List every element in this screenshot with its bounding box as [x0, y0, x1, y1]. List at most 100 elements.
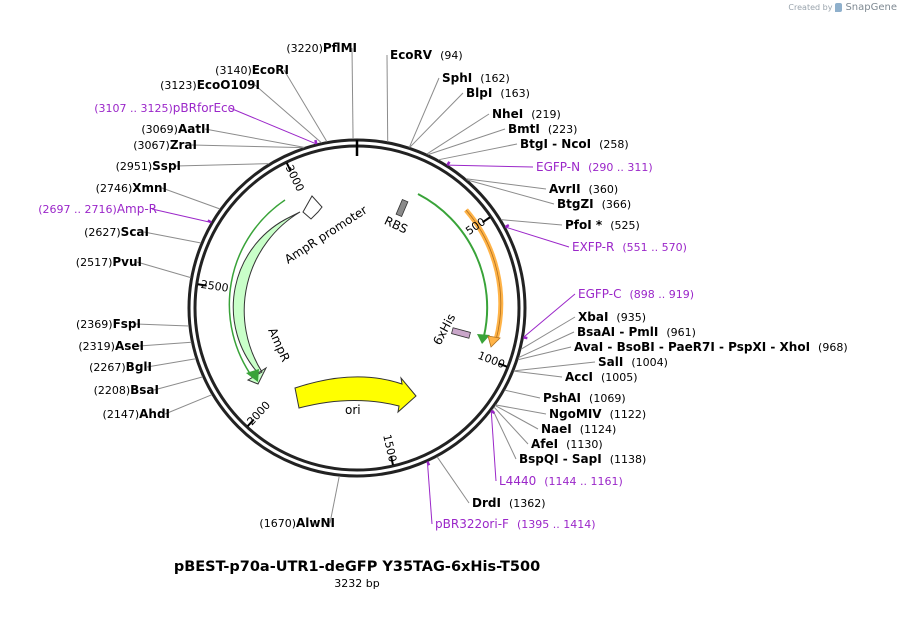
- site-label-right-1[interactable]: SphI(162): [442, 71, 510, 85]
- site-name: XmnI: [132, 181, 167, 195]
- site-label-right-21[interactable]: BspQI - SapI(1138): [519, 452, 646, 466]
- leader-line: [490, 410, 497, 482]
- site-label-right-0[interactable]: EcoRV(94): [390, 48, 463, 62]
- site-label-right-4[interactable]: BmtI(223): [508, 122, 577, 136]
- site-label-left-9[interactable]: (2627)ScaI: [84, 225, 149, 239]
- site-label-right-2[interactable]: BlpI(163): [466, 86, 530, 100]
- site-name: AfeI: [531, 437, 558, 451]
- site-position: (3123): [160, 79, 197, 92]
- site-label-left-5[interactable]: (3067)ZraI: [133, 138, 197, 152]
- primer-mark: [314, 139, 318, 145]
- leader-line: [153, 376, 203, 391]
- primer-label-left-8[interactable]: (2697 .. 2716)Amp-R: [38, 202, 157, 216]
- site-label-right-14[interactable]: AvaI - BsoBI - PaeR7I - PspXI - XhoI(968…: [574, 340, 848, 354]
- ampr-label: AmpR: [265, 326, 292, 364]
- leader-line: [505, 226, 570, 248]
- site-label-right-5[interactable]: BtgI - NcoI(258): [520, 137, 629, 151]
- leader-line: [191, 144, 304, 149]
- primer-mark: [426, 461, 431, 466]
- site-position: (1362): [509, 497, 546, 510]
- site-position: (94): [440, 49, 463, 62]
- site-label-right-12[interactable]: XbaI(935): [578, 310, 646, 324]
- primer-label-right-22[interactable]: L4440 (1144 .. 1161): [499, 474, 623, 488]
- site-label-right-16[interactable]: AccI(1005): [565, 370, 638, 384]
- site-position: (525): [610, 219, 640, 232]
- leader-line: [135, 323, 189, 327]
- site-label-left-7[interactable]: (2746)XmnI: [96, 181, 167, 195]
- site-name: EcoRI: [252, 63, 289, 77]
- site-label-left-14[interactable]: (2208)BsaI: [94, 383, 159, 397]
- site-position: (2319): [78, 340, 115, 353]
- site-name: PvuI: [112, 255, 142, 269]
- rbs-feature[interactable]: [395, 198, 409, 218]
- coordinate-tick-label: 2000: [245, 399, 274, 428]
- site-label-right-13[interactable]: BsaAI - PmlI(961): [577, 325, 696, 339]
- primer-label-right-6[interactable]: EGFP-N(290 .. 311): [536, 160, 653, 174]
- coordinate-tick-label: 1500: [380, 433, 399, 463]
- site-label-right-18[interactable]: NgoMIV(1122): [549, 407, 646, 421]
- site-label-right-20[interactable]: AfeI(1130): [531, 437, 603, 451]
- leader-line: [465, 178, 547, 190]
- ampr-outline-green: [228, 199, 286, 379]
- leader-line: [504, 389, 541, 399]
- site-label-left-12[interactable]: (2319)AseI: [78, 339, 144, 353]
- site-label-right-3[interactable]: NheI(219): [492, 107, 561, 121]
- site-label-right-15[interactable]: SalI(1004): [598, 355, 668, 369]
- site-label-left-15[interactable]: (2147)AhdI: [103, 407, 170, 421]
- leader-line: [520, 316, 576, 350]
- primer-mark: [523, 336, 528, 340]
- site-label-right-9[interactable]: PfoI *(525): [565, 218, 640, 232]
- leader-line: [518, 331, 575, 358]
- site-name: AatII: [178, 122, 210, 136]
- site-label-left-4[interactable]: (3069)AatII: [141, 122, 210, 136]
- site-label-left-13[interactable]: (2267)BglI: [89, 360, 152, 374]
- site-label-left-1[interactable]: (3140)EcoRI: [215, 63, 289, 77]
- site-name: BtgI - NcoI: [520, 137, 591, 151]
- site-name: BtgZI: [557, 197, 594, 211]
- primer-label-left-3[interactable]: (3107 .. 3125)pBRforEco: [94, 101, 235, 115]
- leader-line: [493, 406, 529, 445]
- rbs-label: RBS: [382, 214, 410, 237]
- primer-label-right-11[interactable]: EGFP-C(898 .. 919): [578, 287, 694, 301]
- site-label-left-11[interactable]: (2369)FspI: [76, 317, 141, 331]
- site-position: (2147): [103, 408, 140, 421]
- site-label-right-8[interactable]: BtgZI(366): [557, 197, 631, 211]
- orange-feature-arc-outline: [465, 209, 502, 341]
- site-position: (1670): [259, 517, 296, 530]
- site-label-left-2[interactable]: (3123)EcoO109I: [160, 78, 260, 92]
- site-label-left-0[interactable]: (3220)PflMI: [286, 41, 357, 55]
- site-position: (2627): [84, 226, 121, 239]
- site-label-left-6[interactable]: (2951)SspI: [116, 159, 181, 173]
- site-name: NaeI: [541, 422, 572, 436]
- site-position: (223): [548, 123, 578, 136]
- his-tag-feature[interactable]: [451, 327, 471, 339]
- site-label-right-17[interactable]: PshAI(1069): [543, 391, 626, 405]
- feature-layer: RBS 6xHis AmpR promoter AmpR ori: [228, 193, 504, 417]
- ampr-promoter-feature[interactable]: [302, 195, 323, 220]
- site-position: (1144 .. 1161): [544, 475, 623, 488]
- site-name: L4440: [499, 474, 536, 488]
- site-label-left-16[interactable]: (1670)AlwNI: [259, 516, 335, 530]
- leader-line: [161, 187, 221, 210]
- site-label-right-19[interactable]: NaeI(1124): [541, 422, 616, 436]
- site-name: XbaI: [578, 310, 608, 324]
- coordinate-tick: [481, 216, 491, 224]
- leader-line: [143, 231, 202, 244]
- leader-line: [447, 164, 534, 168]
- credit-brand: SnapGene: [845, 2, 897, 13]
- leader-line: [495, 404, 547, 415]
- site-position: (1004): [631, 356, 668, 369]
- leader-line: [229, 107, 317, 145]
- gfp-feature-arc[interactable]: [417, 193, 489, 337]
- ori-feature[interactable]: [294, 376, 417, 414]
- site-label-left-10[interactable]: (2517)PvuI: [76, 255, 142, 269]
- ampr-feature[interactable]: [232, 211, 301, 385]
- site-label-right-23[interactable]: DrdI(1362): [472, 496, 546, 510]
- primer-label-right-24[interactable]: pBR322ori-F(1395 .. 1414): [435, 517, 596, 531]
- primer-label-right-10[interactable]: EXFP-R(551 .. 570): [572, 240, 687, 254]
- site-name: BlpI: [466, 86, 492, 100]
- site-position: (961): [666, 326, 696, 339]
- site-label-right-7[interactable]: AvrII(360): [549, 182, 618, 196]
- leader-line: [204, 128, 305, 148]
